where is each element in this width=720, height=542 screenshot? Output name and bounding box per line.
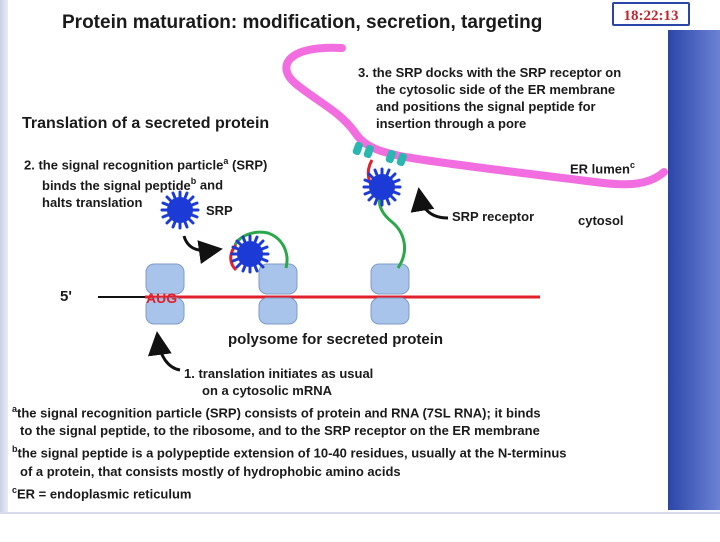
srp-bound-ribosome <box>230 234 270 274</box>
section-subtitle: Translation of a secreted protein <box>22 115 270 132</box>
label-aug: AUG <box>146 290 178 306</box>
label-five-prime: 5' <box>60 288 72 305</box>
label-polysome: polysome for secreted protein <box>228 331 444 348</box>
srp-receptor-shape <box>352 141 407 167</box>
label-cytosol: cytosol <box>578 213 624 228</box>
nascent-peptide-3 <box>378 197 407 269</box>
arrow-initiation <box>147 331 181 372</box>
ribosome-2 <box>258 263 298 325</box>
arrow-srp-to-ribosome <box>182 235 223 264</box>
page-title: Protein maturation: modification, secret… <box>62 12 543 33</box>
srp-docked <box>362 167 402 207</box>
label-srp: SRP <box>206 203 233 218</box>
slide-canvas <box>8 0 668 512</box>
step1-text: 1. translation initiates as usual on a c… <box>184 366 374 398</box>
er-membrane <box>282 43 668 189</box>
footnotes: athe signal recognition particle (SRP) c… <box>12 404 567 501</box>
arrow-receptor <box>410 187 449 220</box>
clock-display: 18:22:13 <box>612 2 690 26</box>
step3-text: 3. the SRP docks with the SRP receptor o… <box>358 65 622 131</box>
right-decor-bar <box>668 30 720 510</box>
ribosome-3 <box>370 263 410 325</box>
step2-text: 2. the signal recognition particlea (SRP… <box>24 156 268 210</box>
bottom-decor-bar <box>0 512 720 542</box>
left-decor-bar <box>0 0 8 540</box>
label-er-lumen: ER lumenc <box>570 160 635 177</box>
label-srp-receptor: SRP receptor <box>452 209 535 224</box>
